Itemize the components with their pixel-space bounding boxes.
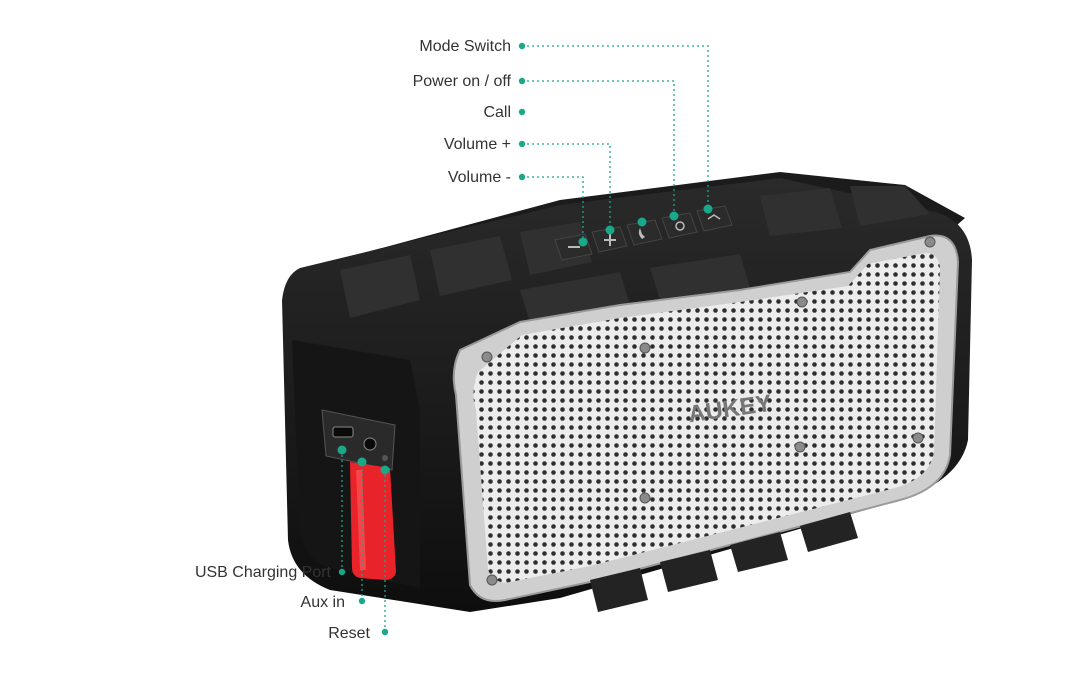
power-icon — [675, 221, 685, 231]
mode-switch-icon — [707, 214, 721, 220]
leader-lines — [341, 45, 709, 632]
callout-aux-in: Aux in — [301, 594, 345, 611]
callout-volume-down: Volume - — [448, 169, 511, 186]
power-button[interactable] — [661, 212, 698, 239]
callout-volume-up: Volume + — [444, 136, 511, 153]
callout-mode-switch: Mode Switch — [419, 38, 511, 55]
volume-down-icon — [568, 246, 580, 248]
volume-up-icon — [604, 234, 616, 246]
callout-power: Power on / off — [413, 73, 512, 90]
screws — [481, 236, 936, 586]
phone-call-icon — [638, 228, 645, 239]
aux-jack-icon[interactable] — [363, 437, 377, 451]
leader-dots — [337, 42, 713, 636]
callout-usb-charging-port: USB Charging Port — [195, 564, 332, 581]
bottom-ridges — [590, 512, 858, 612]
reset-button-icon[interactable] — [382, 455, 388, 461]
callout-labels: Mode Switch Power on / off Call Volume +… — [195, 38, 512, 642]
speaker-body: AUKEY — [282, 172, 972, 612]
top-ridges — [340, 186, 930, 322]
volume-up-button[interactable] — [591, 226, 628, 253]
usb-port-icon[interactable] — [332, 426, 354, 438]
speaker-grill — [473, 253, 940, 583]
callout-reset: Reset — [328, 625, 370, 642]
callout-call: Call — [483, 104, 511, 121]
